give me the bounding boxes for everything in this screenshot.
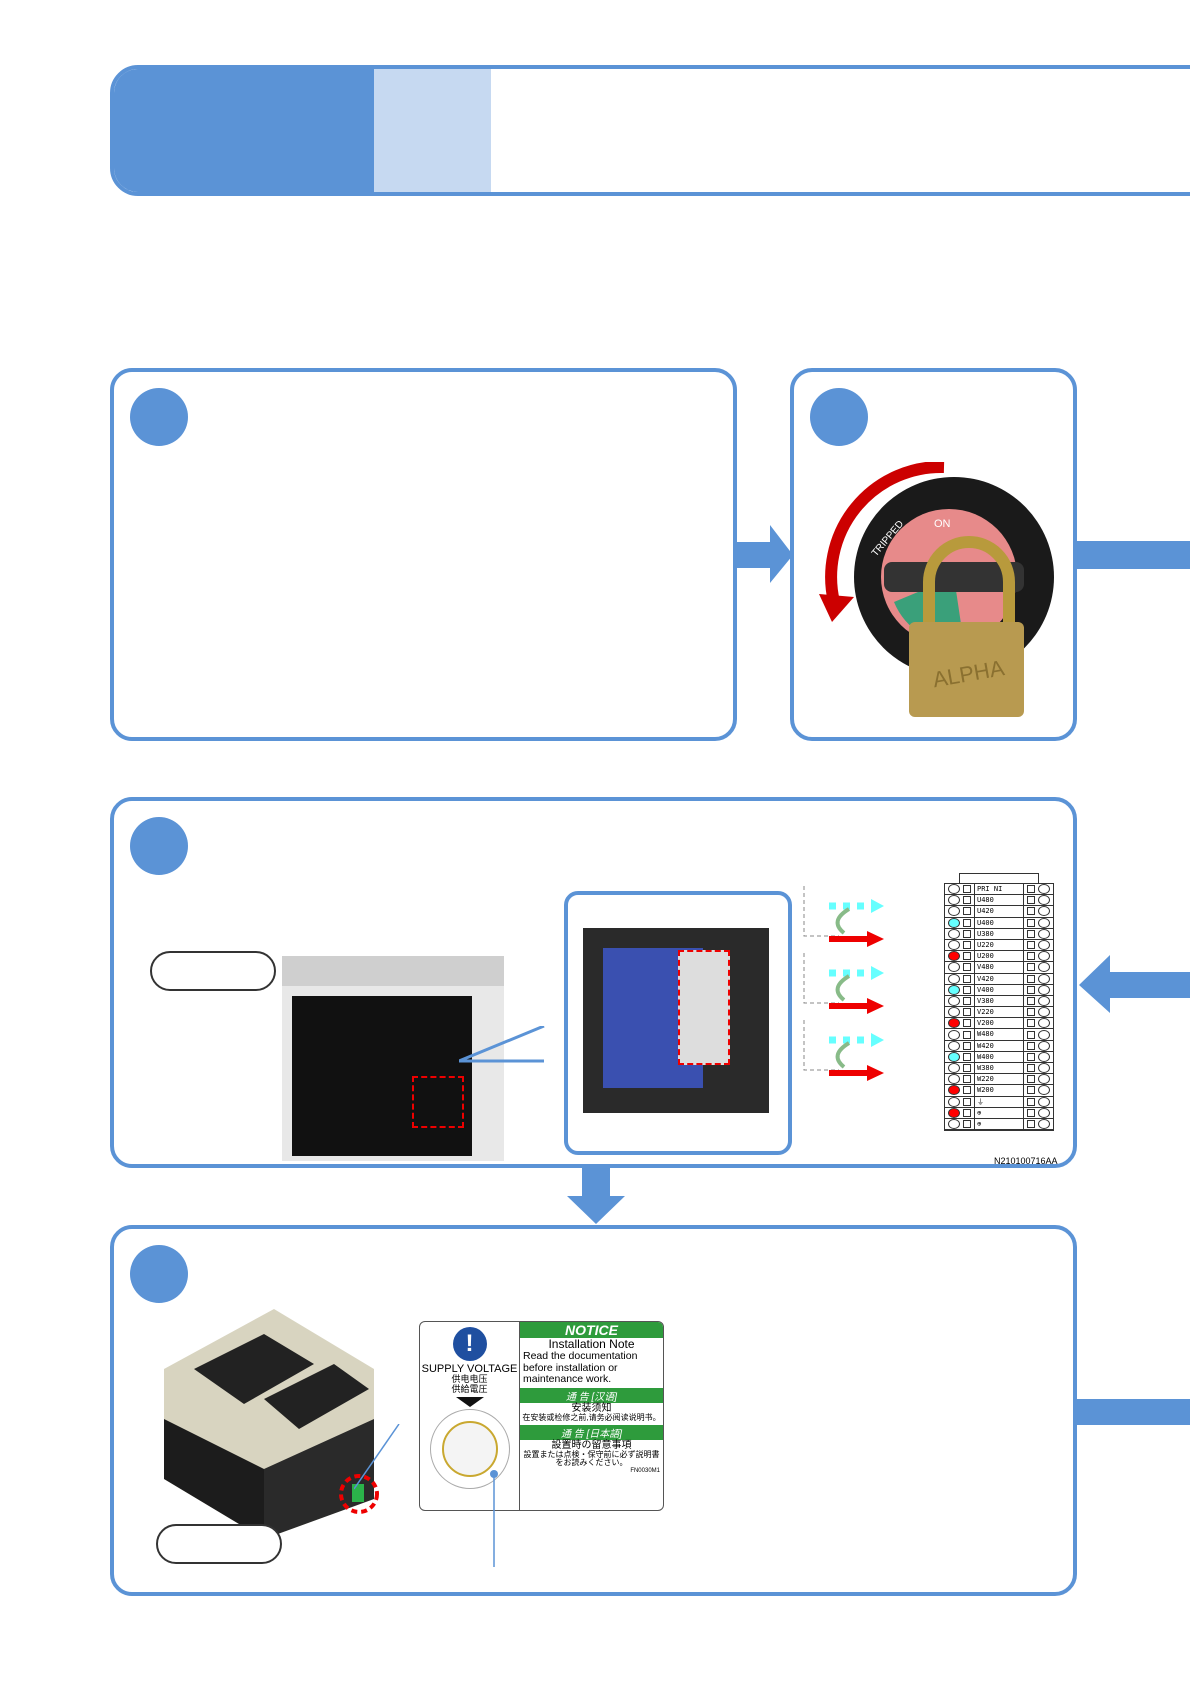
- terminal-label: U480: [974, 895, 1024, 906]
- exclamation-icon: !: [452, 1327, 487, 1361]
- header-dark-block: [114, 69, 374, 192]
- terminal-header-row: PRI NI: [945, 884, 1053, 896]
- terminal-ground-row: ⊕: [945, 1107, 1053, 1119]
- machine-front-photo: [282, 956, 504, 1161]
- step-4-box: ! SUPPLY VOLTAGE 供电电压 供給電圧 NOTICE Instal…: [110, 1225, 1077, 1596]
- notice-cn-bar: 通 告 [汉语]: [520, 1387, 663, 1403]
- terminal-label: W400: [974, 1051, 1024, 1062]
- connector-bar: [1077, 1399, 1190, 1425]
- leader-line: [354, 1424, 400, 1490]
- terminal-row: U420: [945, 906, 1053, 918]
- breaker-panel-photo: [583, 928, 769, 1113]
- terminal-row: W220: [945, 1074, 1053, 1086]
- terminal-ground-row: ⊕: [945, 1118, 1053, 1131]
- terminal-label: U220: [974, 939, 1024, 951]
- terminal-label: V480: [974, 962, 1024, 973]
- down-triangle-icon: [455, 1396, 484, 1407]
- terminal-label: V400: [974, 984, 1024, 995]
- terminal-row: W380: [945, 1063, 1053, 1075]
- terminal-label: U420: [974, 906, 1024, 917]
- arrow-right-icon: [735, 525, 793, 583]
- figure-code: N210100716AA: [994, 1156, 1058, 1166]
- notice-jp-bar: 通 告 [日本語]: [520, 1424, 663, 1440]
- terminal-row: W400: [945, 1051, 1053, 1063]
- supply-voltage-text: SUPPLY VOLTAGE: [421, 1363, 518, 1375]
- terminal-label: W200: [974, 1085, 1024, 1096]
- terminal-label: V200: [974, 1018, 1024, 1029]
- terminal-row: V400: [945, 984, 1053, 996]
- terminal-label: W220: [974, 1074, 1024, 1085]
- step-3-number-badge: [130, 817, 188, 875]
- notice-title: NOTICE: [520, 1322, 663, 1338]
- terminal-label: PRI NI: [974, 884, 1024, 895]
- step-1-number-badge: [130, 388, 188, 446]
- terminal-label: U200: [974, 951, 1024, 962]
- supply-voltage-panel: ! SUPPLY VOLTAGE 供电电压 供給電圧: [420, 1322, 520, 1510]
- terminal-row: U200: [945, 951, 1053, 963]
- terminal-row: U400: [945, 917, 1053, 929]
- terminal-row: W480: [945, 1029, 1053, 1041]
- step-1-box: [110, 368, 737, 741]
- notice-code: FN0030M1: [630, 1468, 660, 1475]
- terminal-row: W420: [945, 1040, 1053, 1052]
- callout-oval: [156, 1524, 282, 1564]
- voltage-selector-dial-icon: [429, 1408, 510, 1489]
- terminal-label: U400: [974, 917, 1024, 928]
- header-light-block: [374, 69, 491, 192]
- arrow-down-icon: [567, 1166, 625, 1224]
- terminal-label: V380: [974, 995, 1024, 1007]
- breaker-padlock-image: TRIPPED ON ALPHA: [819, 462, 1054, 717]
- terminal-row: V380: [945, 995, 1053, 1008]
- terminal-label: W480: [974, 1029, 1024, 1040]
- terminal-row: U380: [945, 928, 1053, 940]
- terminal-label: ⏚: [974, 1096, 1024, 1107]
- notice-body-en: Read the documentation before installati…: [523, 1350, 638, 1386]
- terminal-label: V420: [974, 973, 1024, 984]
- step-2-number-badge: [810, 388, 868, 446]
- terminal-row: V480: [945, 962, 1053, 974]
- terminal-row: U220: [945, 939, 1053, 952]
- step-2-box: TRIPPED ON ALPHA: [790, 368, 1077, 741]
- terminal-row: V220: [945, 1007, 1053, 1019]
- terminal-change-arrows: [799, 881, 939, 1131]
- step-4-number-badge: [130, 1245, 188, 1303]
- dial-leader-line: [490, 1470, 498, 1567]
- supply-voltage-cn: 供电电压: [451, 1374, 488, 1385]
- breaker-on-label: ON: [934, 518, 951, 530]
- terminal-label: W420: [974, 1040, 1024, 1051]
- section-header-band: [110, 65, 1190, 196]
- terminal-label: W380: [974, 1063, 1024, 1074]
- zoom-connector-lines: [459, 1026, 545, 1063]
- breaker-panel-zoom: [564, 891, 792, 1155]
- notice-text-panel: NOTICE Installation Note Read the docume…: [520, 1322, 663, 1510]
- connector-bar: [1077, 541, 1190, 569]
- supply-voltage-jp: 供給電圧: [451, 1383, 488, 1394]
- terminal-label: V220: [974, 1007, 1024, 1018]
- notice-body-jp: 設置または点検・保守前に必ず説明書をお読みください。: [523, 1449, 660, 1468]
- machine-isometric-image: [164, 1309, 379, 1539]
- terminal-row: V420: [945, 973, 1053, 985]
- terminal-label: U380: [974, 928, 1024, 939]
- arrow-left-icon: [1079, 955, 1190, 1013]
- notice-heading-en: Installation Note: [548, 1337, 635, 1351]
- terminal-row: W200: [945, 1085, 1053, 1097]
- terminal-ground-row: ⏚: [945, 1096, 1053, 1108]
- terminal-row: V200: [945, 1018, 1053, 1030]
- callout-oval: [150, 951, 276, 991]
- notice-heading-jp: 設置時の留意事項: [551, 1439, 632, 1451]
- terminal-label: ⊕: [974, 1118, 1024, 1130]
- notice-heading-cn: 安装须知: [571, 1402, 612, 1414]
- notice-label: ! SUPPLY VOLTAGE 供电电压 供給電圧 NOTICE Instal…: [419, 1321, 664, 1511]
- terminal-row: U480: [945, 895, 1053, 907]
- terminal-label: ⊕: [974, 1107, 1024, 1118]
- notice-body-cn: 在安装或检修之前,请务必阅读说明书。: [522, 1412, 661, 1422]
